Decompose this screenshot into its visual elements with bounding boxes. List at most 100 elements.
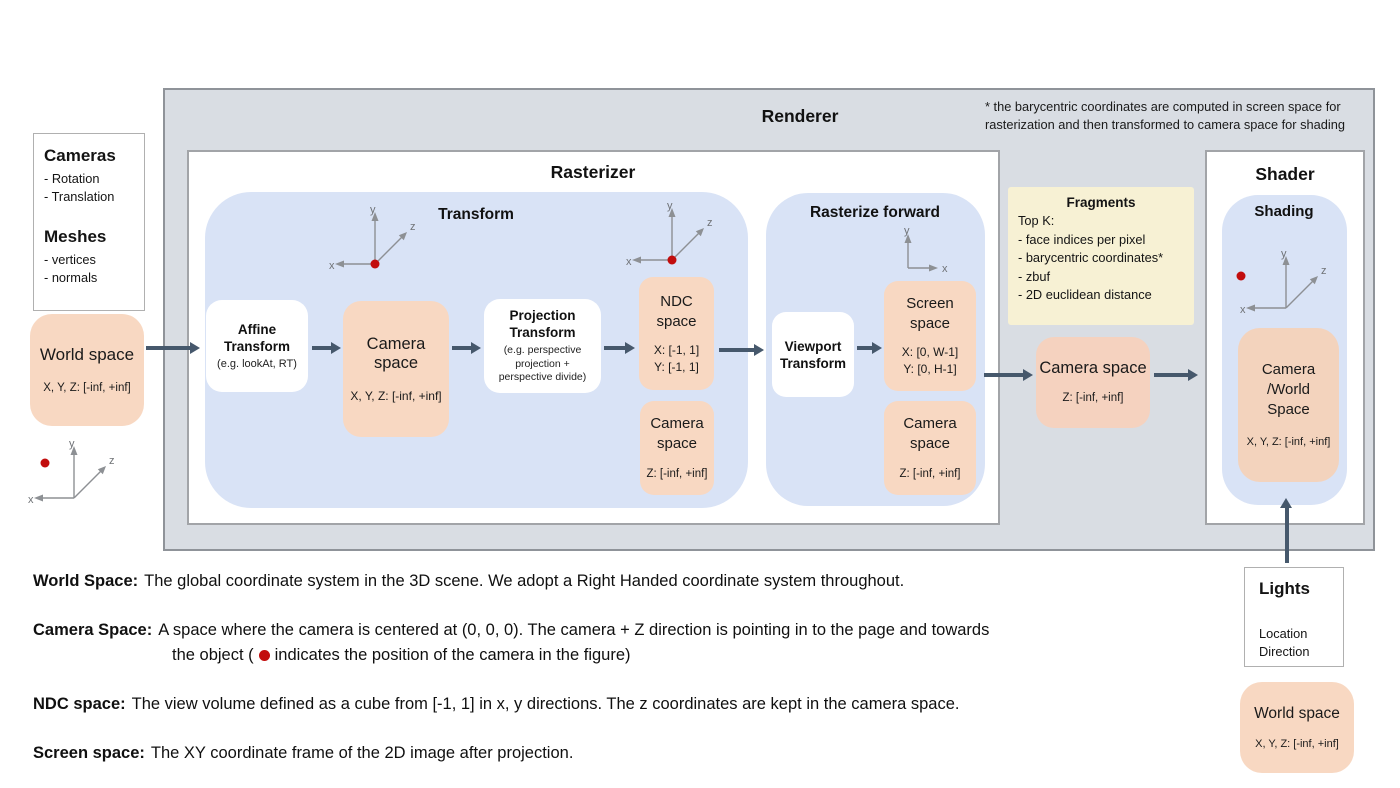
viewport-transform-step: Viewport Transform — [772, 312, 854, 397]
camera-space-box: Camera space X, Y, Z: [-inf, +inf] — [343, 301, 449, 437]
screen-space-box: Screen space X: [0, W-1] Y: [0, H-1] — [884, 281, 976, 391]
world-space-input-box: World space X, Y, Z: [-inf, +inf] — [30, 314, 144, 426]
world-axes-icon: y z x — [1236, 248, 1327, 316]
definition-term: NDC space: — [33, 695, 126, 713]
renderer-title: Renderer — [761, 106, 839, 126]
camera-axes-icon: y z x — [329, 204, 416, 272]
camera-space-range: X, Y, Z: [-inf, +inf] — [350, 389, 442, 403]
projection-transform-title: Projection Transform — [509, 308, 576, 341]
arrow-projection-to-ndc — [604, 342, 635, 354]
camera-space-z-box: Camera space Z: [-inf, +inf] — [640, 401, 714, 495]
cameras-item: - Translation — [44, 189, 115, 204]
ndc-space-box: NDC space X: [-1, 1] Y: [-1, 1] — [639, 277, 714, 390]
definition-text: the object ( — [172, 646, 254, 664]
projection-transform-subtitle: (e.g. perspective projection + perspecti… — [498, 344, 587, 384]
camera-position-dot-icon — [258, 650, 270, 661]
viewport-transform-title: Viewport Transform — [779, 338, 847, 371]
definition-term: Screen space: — [33, 744, 145, 762]
axis-y-label: y — [1281, 248, 1287, 260]
camera-position-dot-icon — [370, 259, 380, 269]
axis-x-label: x — [942, 263, 948, 275]
camera-space-range: Z: [-inf, +inf] — [1062, 392, 1124, 404]
axis-x-label: x — [329, 260, 335, 272]
ndc-range-y: Y: [-1, 1] — [654, 359, 699, 374]
arrow-rasterizer-to-camera-out — [984, 369, 1033, 381]
fragments-box: Fragments Top K: - face indices per pixe… — [1008, 187, 1194, 325]
world-space-range: X, Y, Z: [-inf, +inf] — [43, 381, 131, 394]
screen-range-y: Y: [0, H-1] — [903, 362, 957, 376]
axis-x-label: x — [28, 494, 34, 506]
camera-world-space-box: Camera /World Space X, Y, Z: [-inf, +inf… — [1238, 328, 1339, 482]
arrow-lights-to-shading — [1280, 498, 1293, 563]
axis-z-label: z — [109, 455, 115, 467]
definition-term: Camera Space: — [33, 621, 153, 639]
rasterizer-title: Rasterizer — [550, 162, 636, 182]
world-space-lights-box: World space X, Y, Z: [-inf, +inf] — [1240, 682, 1354, 773]
definition-text: The XY coordinate frame of the 2D image … — [150, 744, 574, 762]
camera-space-title: Camera space — [366, 335, 426, 372]
definition-text: The global coordinate system in the 3D s… — [144, 572, 905, 590]
camera-space-title: Camera space — [1039, 359, 1147, 377]
meshes-title: Meshes — [44, 227, 107, 246]
transform-label: Transform — [438, 206, 514, 223]
camera-space-output-box: Camera space Z: [-inf, +inf] — [1036, 337, 1150, 428]
definition-text: A space where the camera is centered at … — [158, 621, 990, 639]
arrow-world-to-affine — [146, 342, 200, 354]
affine-transform-subtitle: (e.g. lookAt, RT) — [217, 357, 297, 370]
lights-title: Lights — [1259, 579, 1310, 598]
world-space-title: World space — [39, 344, 135, 364]
camera-space-range: Z: [-inf, +inf] — [899, 468, 961, 480]
axis-y-label: y — [69, 438, 75, 450]
definition-ndc-space: NDC space: The view volume defined as a c… — [33, 695, 960, 714]
world-axes-icon: y z x — [28, 438, 115, 506]
shader-title: Shader — [1255, 164, 1315, 184]
ndc-space-title: NDC space — [656, 292, 697, 330]
fragments-title: Fragments — [1066, 195, 1136, 210]
lights-box: Lights Location Direction — [1244, 567, 1344, 667]
camera-position-dot-icon — [40, 458, 50, 468]
rasterize-forward-label: Rasterize forward — [809, 204, 941, 221]
camera-world-space-title: Camera /World Space — [1261, 361, 1316, 418]
screen-space-title: Screen space — [906, 295, 954, 332]
definition-camera-space: Camera Space: A space where the camera is… — [33, 621, 989, 640]
camera-space-title: Camera space — [650, 415, 704, 452]
world-space-title: World space — [1254, 704, 1340, 722]
projection-transform-step: Projection Transform (e.g. perspective p… — [484, 299, 601, 393]
axis-z-label: z — [410, 221, 416, 233]
arrow-camera-out-to-shader — [1154, 369, 1198, 381]
screen-range-x: X: [0, W-1] — [901, 345, 959, 359]
lights-item: Location — [1259, 626, 1308, 641]
camera-space-z-box: Camera space Z: [-inf, +inf] — [884, 401, 976, 495]
fragments-item: - 2D euclidean distance — [1018, 287, 1152, 302]
arrow-affine-to-camera — [312, 342, 341, 354]
meshes-item: - vertices — [44, 252, 96, 267]
definition-text: indicates the position of the camera in … — [274, 646, 631, 664]
camera-position-dot-icon — [667, 255, 677, 265]
definition-camera-space-line2: the object ( indicates the position of th… — [172, 646, 631, 665]
screen-axes-icon: y x — [904, 225, 948, 275]
scene-inputs-box: Cameras - Rotation - Translation Meshes … — [33, 133, 145, 311]
axis-y-label: y — [904, 225, 910, 237]
camera-space-title: Camera space — [903, 415, 957, 452]
definition-term: World Space: — [33, 572, 139, 590]
arrow-ndc-to-viewport — [719, 344, 764, 356]
arrow-camera-to-projection — [452, 342, 481, 354]
camera-world-space-range: X, Y, Z: [-inf, +inf] — [1246, 436, 1331, 448]
definition-text: The view volume defined as a cube from [… — [131, 695, 960, 713]
fragments-item: - barycentric coordinates* — [1018, 250, 1164, 265]
axis-y-label: y — [370, 204, 376, 216]
shading-label: Shading — [1254, 203, 1314, 220]
axis-x-label: x — [1240, 304, 1246, 316]
fragments-item: - face indices per pixel — [1018, 231, 1146, 247]
definition-world-space: World Space: The global coordinate system… — [33, 572, 904, 591]
lights-item: Direction — [1259, 644, 1310, 659]
definition-screen-space: Screen space: The XY coordinate frame of … — [33, 744, 573, 763]
cameras-item: - Rotation — [44, 171, 100, 186]
camera-space-range: Z: [-inf, +inf] — [646, 468, 708, 480]
fragments-intro: Top K: — [1018, 213, 1055, 228]
ndc-range-x: X: [-1, 1] — [653, 342, 700, 357]
arrow-viewport-to-screen — [857, 342, 882, 354]
barycentric-note: * the barycentric coordinates are comput… — [985, 99, 1345, 132]
cameras-title: Cameras — [44, 146, 116, 165]
